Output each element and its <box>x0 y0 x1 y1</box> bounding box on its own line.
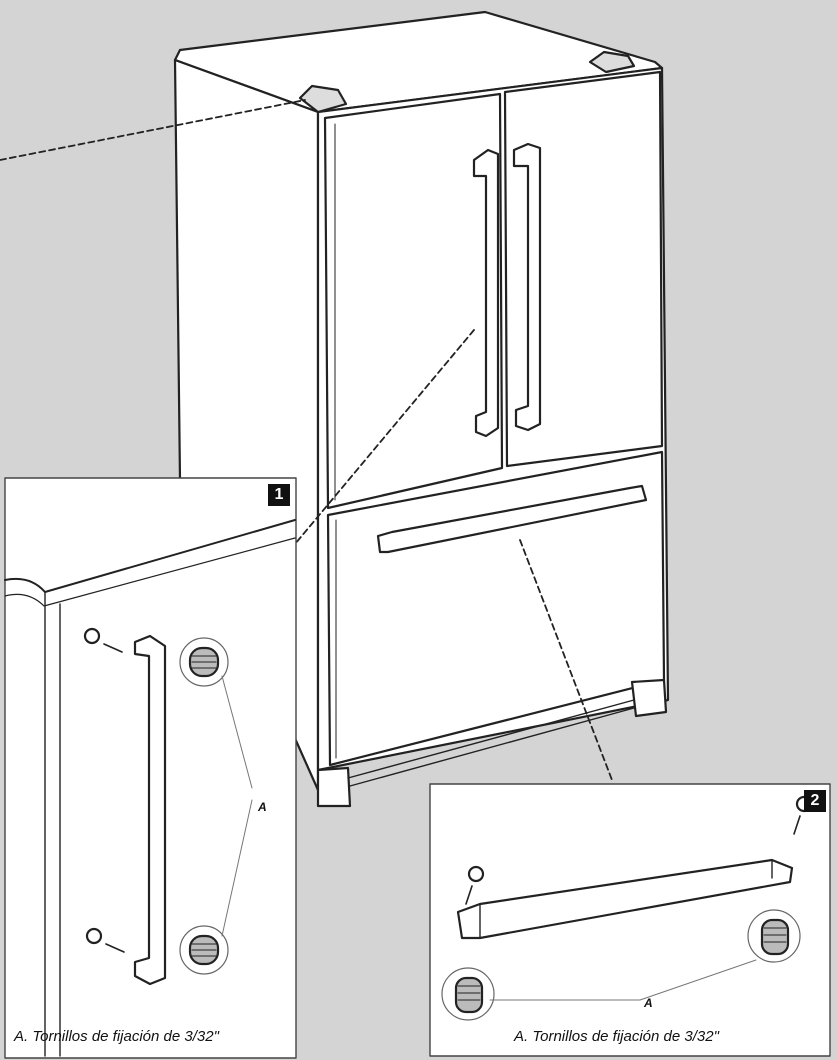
panel-1-bottom-screw <box>85 927 103 945</box>
right-door-handle <box>512 142 542 432</box>
drawer-handle <box>376 484 648 554</box>
panel-1-top-setscrew <box>188 646 220 678</box>
refrigerator <box>173 10 670 808</box>
panel-2-callout-letter: A <box>644 996 653 1010</box>
panel-2 <box>429 783 831 1057</box>
panel-2-right-setscrew <box>760 918 790 956</box>
panel-1-leader <box>289 329 475 551</box>
panel-1-top-screw <box>83 627 101 645</box>
hinge-leader <box>0 99 306 161</box>
panel-1-step-number: 1 <box>268 484 290 506</box>
panel-1 <box>4 477 297 1059</box>
left-door <box>323 92 504 510</box>
panel-2-leader <box>519 539 613 781</box>
right-hinge-cover <box>588 50 636 74</box>
panel-2-callout-lines <box>489 959 757 1001</box>
left-hinge-cover <box>298 84 348 114</box>
panel-1-handle <box>133 634 167 986</box>
panel-2-left-screw <box>467 865 485 883</box>
panel-2-left-setscrew <box>454 976 484 1014</box>
panel-2-step-number: 2 <box>804 790 826 812</box>
left-door-handle <box>472 148 500 438</box>
panel-2-handle <box>456 858 794 940</box>
panel-2-caption: A. Tornillos de fijación de 3/32" <box>514 1028 719 1045</box>
right-door <box>503 70 664 468</box>
leader-lines <box>0 99 613 781</box>
right-foot <box>630 678 668 718</box>
panel-1-callout-lines <box>221 675 253 937</box>
left-foot <box>316 766 352 808</box>
panel-1-caption: A. Tornillos de fijación de 3/32" <box>14 1028 219 1045</box>
panel-1-callout-letter: A <box>258 800 267 814</box>
panel-1-bottom-setscrew <box>188 934 220 966</box>
